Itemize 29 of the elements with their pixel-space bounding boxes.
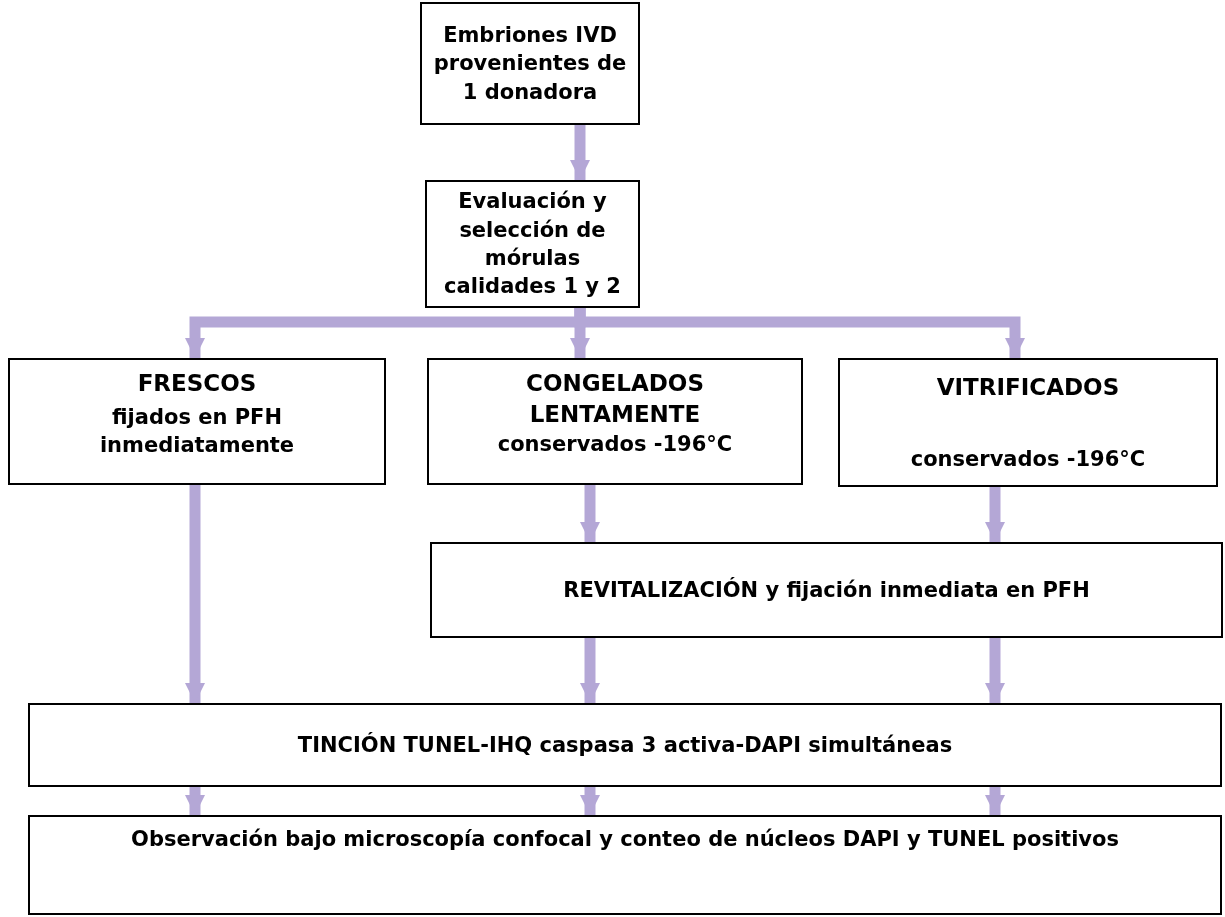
box-heading: CONGELADOS LENTAMENTE [525,369,705,430]
box-text: Embriones IVD provenientes de 1 donadora [432,22,628,106]
process-box [28,703,1222,787]
box-heading: FRESCOS [137,369,257,398]
arrow [985,487,1005,542]
box-text: TINCIÓN TUNEL-IHQ caspasa 3 activa-DAPI simultáneas [297,731,953,759]
arrow [570,125,590,180]
arrow [185,485,205,703]
arrow [185,787,205,815]
process-box [8,358,386,485]
arrow [580,787,600,815]
process-box [28,815,1222,915]
box-text: conservados -196°C [497,431,733,459]
box-text: REVITALIZACIÓN y fijación inmediata en PFH [563,576,1090,604]
process-box [838,358,1218,487]
box-heading: VITRIFICADOS [936,373,1120,402]
arrow [985,638,1005,703]
box-text: Evaluación y selección de mórulas calidades 1 y 2 [443,188,622,301]
box-text: Observación bajo microscopía confocal y conteo de núcleos DAPI y TUNEL positivos [131,826,1119,853]
process-box [420,2,640,125]
box-text: conservados -196°C [910,445,1146,473]
arrow [985,787,1005,815]
arrow [580,485,600,542]
box-text: fijados en PFH inmediatamente [98,404,296,460]
arrow [574,308,1025,358]
process-box [425,180,640,308]
process-box [430,542,1223,638]
process-box [427,358,803,485]
arrow [580,638,600,703]
